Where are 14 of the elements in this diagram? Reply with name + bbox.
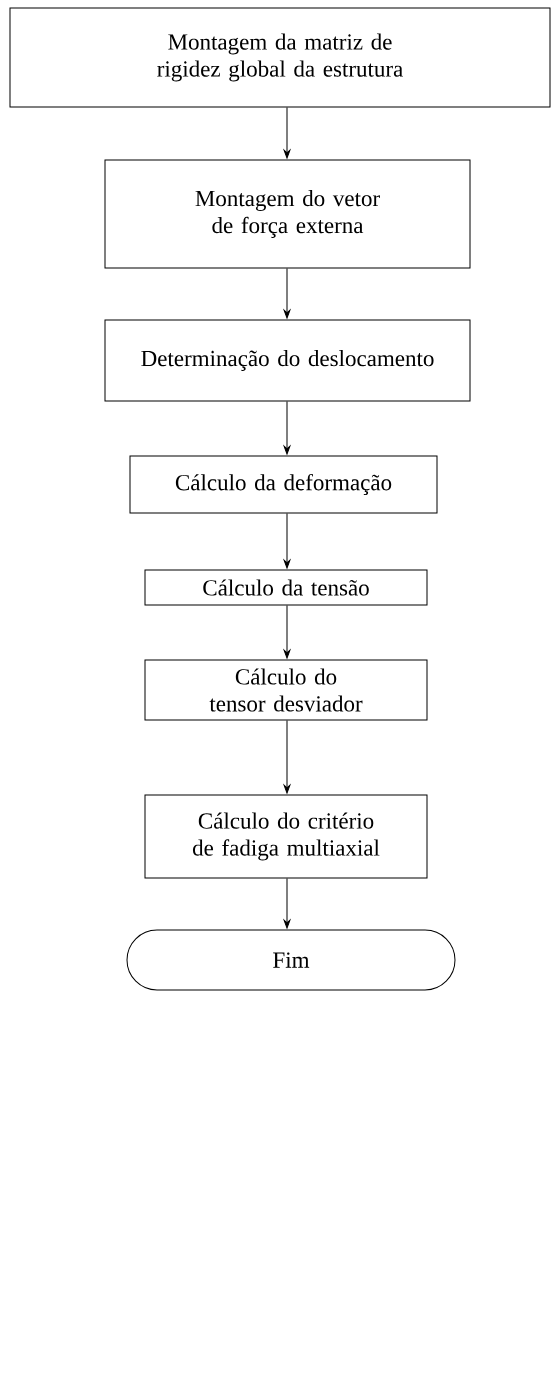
arrow	[283, 401, 291, 455]
arrow	[283, 268, 291, 319]
process-box: Cálculo do critério de fadiga multiaxial	[144, 794, 428, 879]
process-box: Determinação do deslocamento	[104, 319, 471, 402]
arrow	[283, 107, 291, 159]
process-box: Cálculo da tensão	[144, 569, 428, 606]
arrow	[283, 720, 291, 794]
process-box: Montagem da matriz de rigidez global da estrutura	[9, 7, 551, 108]
arrow	[283, 878, 291, 929]
process-box: Cálculo do tensor desviador	[144, 659, 428, 721]
arrow	[283, 513, 291, 569]
process-box: Montagem do vetor de força externa	[104, 159, 471, 269]
arrow	[283, 605, 291, 659]
process-box: Cálculo da deformação	[129, 455, 438, 514]
